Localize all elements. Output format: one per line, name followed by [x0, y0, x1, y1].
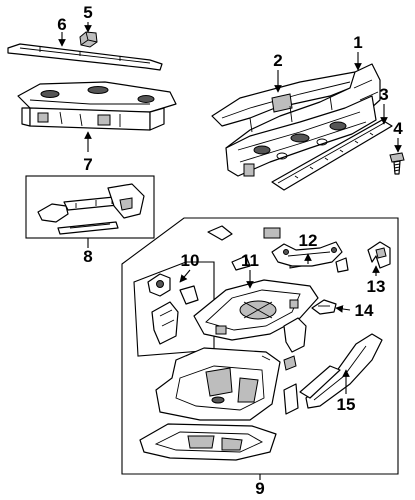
rear-floor-pan — [155, 347, 281, 421]
part-10-brackets — [147, 273, 199, 345]
callout-15: 15 — [337, 395, 356, 414]
callout-6: 6 — [57, 15, 66, 34]
callout-5: 5 — [83, 3, 92, 22]
callout-1: 1 — [353, 33, 362, 52]
callout-4: 4 — [393, 119, 403, 138]
callout-labels: 1 2 3 4 5 6 7 8 9 10 11 12 13 14 15 — [57, 3, 403, 498]
part-8-frame — [25, 175, 155, 239]
leader-10 — [179, 269, 191, 283]
part-8-brackets — [37, 183, 145, 235]
callout-3: 3 — [379, 85, 388, 104]
part-5-clip — [79, 31, 98, 48]
callout-12: 12 — [299, 231, 318, 250]
part-4-bolt — [389, 152, 405, 175]
callout-13: 13 — [367, 277, 386, 296]
mid-brackets — [283, 317, 307, 415]
leader-lines — [58, 22, 402, 480]
callout-2: 2 — [273, 51, 282, 70]
part-13-bracket — [367, 241, 391, 269]
callout-10: 10 — [181, 251, 200, 270]
callout-11: 11 — [241, 251, 259, 270]
part-1-2-rear-body-panel — [211, 63, 381, 177]
part-14-bracket — [311, 299, 337, 315]
part-7-package-tray — [17, 81, 177, 131]
callout-14: 14 — [355, 301, 374, 320]
part-3-sill-plate — [271, 119, 393, 191]
callout-7: 7 — [83, 155, 92, 174]
leader-14 — [335, 305, 351, 313]
part-9-frame — [121, 217, 399, 475]
part-6-strip — [7, 43, 163, 71]
lower-floor-pan — [139, 423, 277, 461]
callout-9: 9 — [255, 479, 264, 498]
callout-8: 8 — [83, 247, 92, 266]
part-11-trunk-floor — [193, 279, 319, 341]
